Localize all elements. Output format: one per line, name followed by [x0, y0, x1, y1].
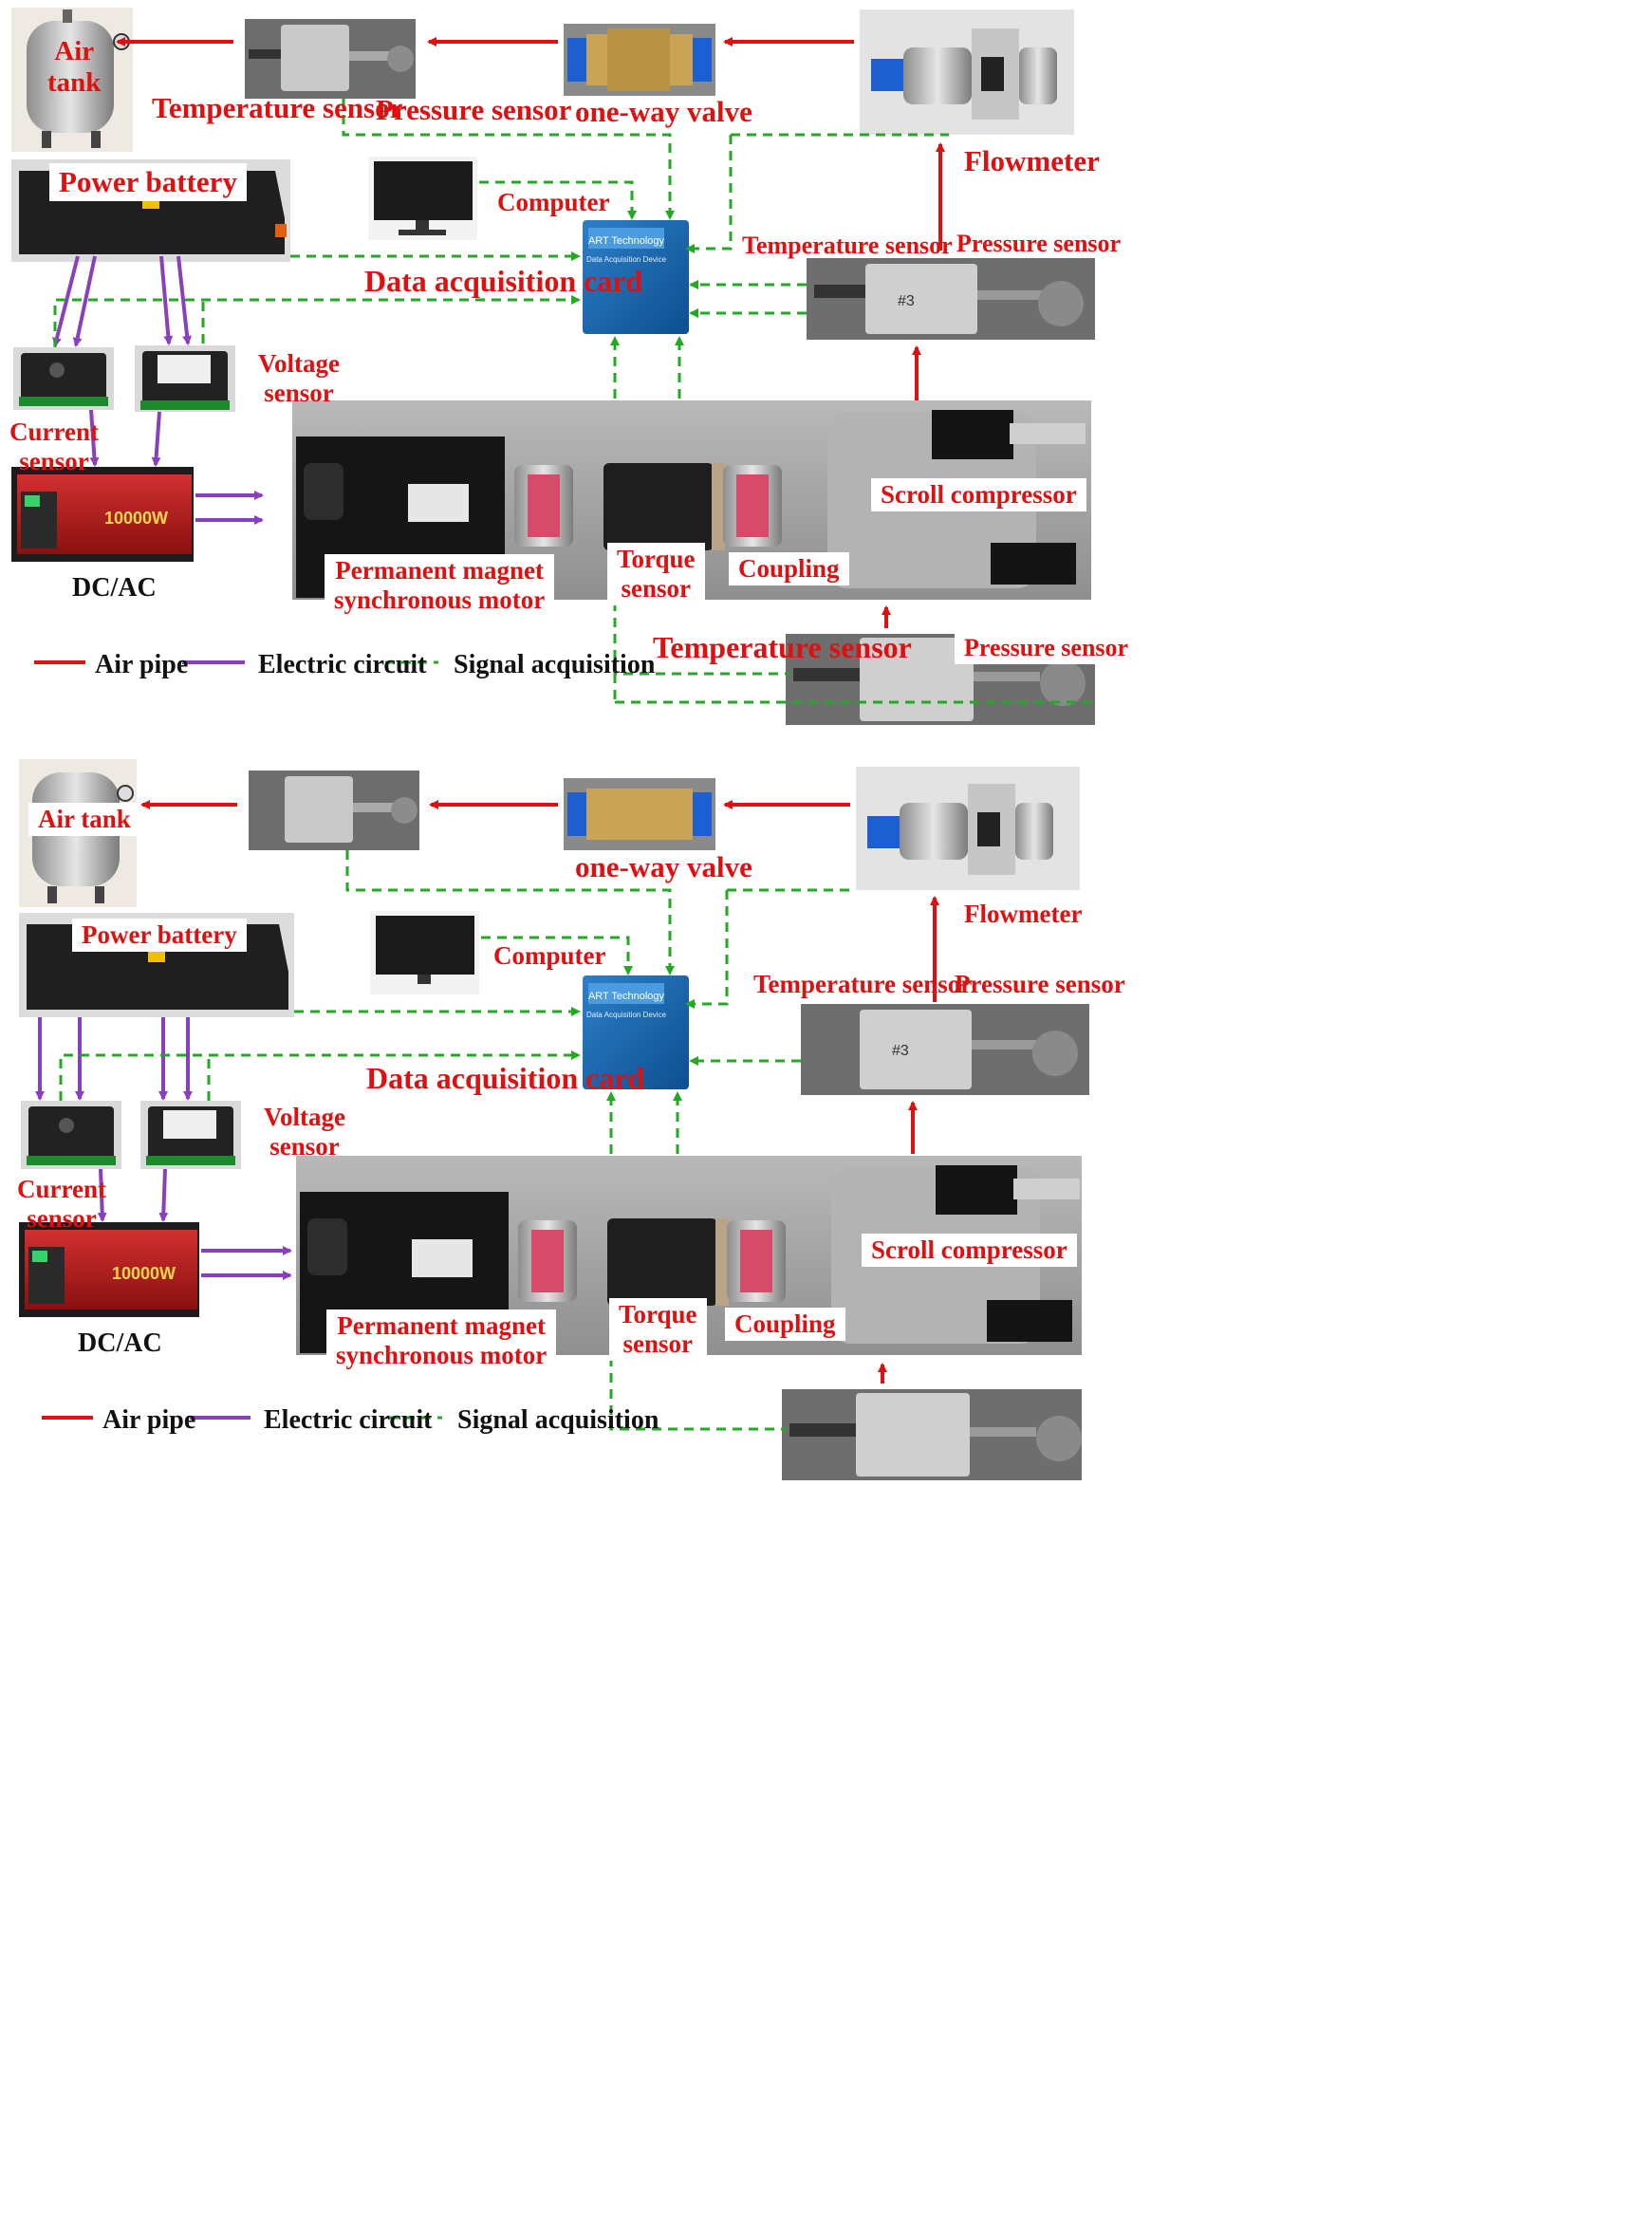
air-tank-label-2: Air tank — [28, 803, 140, 837]
one-way-valve-label-2: one-way valve — [575, 850, 752, 883]
inlet-pressure-sensor-label: Pressure sensor — [955, 632, 1139, 664]
mid-temperature-sensor-label: Temperature sensor — [742, 232, 953, 259]
flowmeter-label-2: Flowmeter — [964, 900, 1083, 928]
inlet-sensor-photo — [786, 634, 1095, 725]
top-electric-circuits — [52, 255, 264, 525]
outlet-pressure-sensor-label: Pressure sensor — [376, 93, 572, 126]
flowmeter-photo-2 — [856, 767, 1080, 890]
current-sensor-photo — [13, 347, 114, 410]
one-way-valve-label: one-way valve — [575, 95, 752, 128]
legend-air-pipe-label-2: Air pipe — [102, 1405, 196, 1435]
computer-photo — [368, 157, 477, 240]
power-battery-label: Power battery — [49, 163, 247, 201]
current-sensor-label-2: Current sensor — [17, 1175, 106, 1234]
current-sensor-label: Current sensor — [9, 418, 99, 476]
pmsm-label-2: Permanent magnet synchronous motor — [326, 1310, 557, 1373]
bottom-signal-lines — [59, 850, 850, 1431]
air-tank-photo — [11, 8, 133, 152]
legend-electric-circuit-label: Electric circuit — [258, 650, 427, 679]
power-battery-label-2: Power battery — [72, 919, 247, 953]
voltage-sensor-photo — [135, 345, 235, 412]
daq-card-label-2: Data acquisition card — [366, 1061, 645, 1095]
inverter-photo: 10000W — [11, 467, 194, 562]
voltage-sensor-label: Voltage sensor — [258, 349, 340, 408]
torque-sensor-label: Torque sensor — [607, 543, 705, 606]
top-air-pipes — [116, 37, 945, 628]
sensor-tag-text: #3 — [898, 293, 915, 309]
daq-card-label: Data acquisition card — [364, 264, 643, 298]
current-sensor-photo-2 — [21, 1101, 121, 1169]
inverter-badge-text: 10000W — [104, 509, 168, 528]
daq-brand-text-2: ART Technology — [588, 991, 665, 1002]
daq-subtitle-text-2: Data Acquisition Device — [586, 1011, 667, 1019]
computer-label: Computer — [497, 188, 610, 216]
outlet-sensor-photo — [245, 19, 416, 99]
legend-electric-circuit-label-2: Electric circuit — [264, 1405, 433, 1435]
inverter-badge-text-2: 10000W — [112, 1264, 176, 1283]
temperature-sensor-label-2: Temperature sensor — [753, 970, 973, 998]
one-way-valve-photo-2 — [564, 778, 715, 850]
computer-label-2: Computer — [493, 941, 606, 970]
air-tank-label: Air tank — [47, 36, 102, 99]
pressure-sensor-label-2: Pressure sensor — [955, 970, 1125, 998]
voltage-sensor-photo-2 — [140, 1101, 241, 1169]
one-way-valve-photo — [564, 24, 715, 96]
top-signal-lines — [53, 99, 1091, 704]
pmsm-label: Permanent magnet synchronous motor — [325, 554, 555, 618]
flowmeter-photo — [860, 9, 1074, 135]
coupling-label: Coupling — [729, 552, 849, 586]
inverter-photo-2: 10000W — [19, 1222, 199, 1317]
computer-photo-2 — [370, 911, 479, 994]
outlet-temperature-sensor-label: Temperature sensor — [152, 91, 403, 124]
scroll-compressor-label: Scroll compressor — [871, 478, 1086, 512]
mid-pressure-sensor-label: Pressure sensor — [956, 230, 1122, 257]
bottom-electric-circuits — [35, 1017, 292, 1280]
daq-brand-text: ART Technology — [588, 235, 665, 247]
legend-signal-acquisition-label: Signal acquisition — [454, 650, 656, 679]
daq-card-photo-2: ART Technology Data Acquisition Device — [583, 975, 689, 1089]
mid-sensor-photo-2: #3 — [801, 1004, 1089, 1095]
outlet-sensor-photo-2 — [249, 771, 419, 850]
dc-ac-label-2: DC/AC — [78, 1328, 162, 1358]
torque-sensor-label-2: Torque sensor — [609, 1298, 707, 1362]
inlet-sensor-photo-2 — [782, 1389, 1082, 1480]
daq-subtitle-text: Data Acquisition Device — [586, 255, 667, 264]
legend-signal-acquisition-label-2: Signal acquisition — [457, 1405, 659, 1435]
coupling-label-2: Coupling — [725, 1308, 845, 1342]
mid-sensor-photo: #3 — [807, 258, 1095, 340]
inlet-temperature-sensor-label: Temperature sensor — [653, 630, 912, 664]
flowmeter-label: Flowmeter — [964, 144, 1100, 177]
legend-air-pipe-label: Air pipe — [95, 650, 189, 679]
bottom-air-pipes — [140, 800, 939, 1384]
voltage-sensor-label-2: Voltage sensor — [264, 1103, 345, 1161]
sensor-tag-text-2: #3 — [892, 1043, 909, 1059]
dc-ac-label: DC/AC — [72, 573, 157, 603]
daq-card-photo: ART Technology Data Acquisition Device — [583, 220, 689, 334]
scroll-compressor-label-2: Scroll compressor — [862, 1234, 1077, 1268]
